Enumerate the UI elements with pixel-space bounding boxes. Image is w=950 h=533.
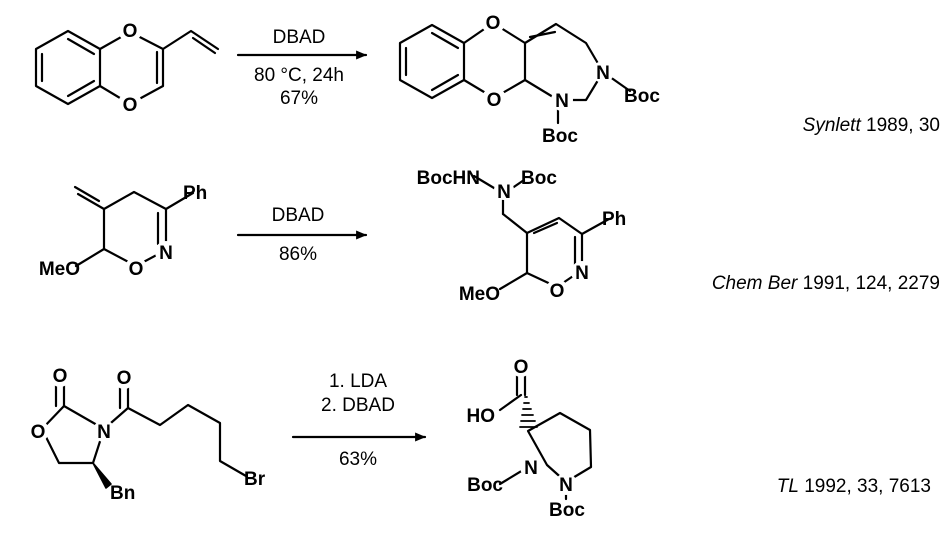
reaction-2-arrow: DBAD 86% bbox=[236, 205, 368, 265]
atom-label: O bbox=[123, 95, 138, 116]
atom-label: Ph bbox=[602, 209, 626, 230]
atom-label: N bbox=[159, 243, 173, 264]
reaction-2-product: BocHN N Boc Ph N O MeO bbox=[417, 168, 627, 305]
atom-label: O bbox=[486, 13, 501, 34]
reaction-1-reactant: O O bbox=[34, 18, 220, 116]
condition-text: 80 °C, 24h bbox=[254, 65, 344, 86]
atom-label: N bbox=[524, 458, 538, 479]
atom-label: O bbox=[31, 422, 46, 443]
atom-label: Boc bbox=[542, 126, 578, 147]
atom-label: O bbox=[514, 357, 529, 378]
atom-label: O bbox=[129, 259, 144, 280]
atom-label: Br bbox=[244, 469, 266, 490]
atom-label: N bbox=[497, 182, 511, 203]
atom-label: O bbox=[117, 368, 132, 389]
atom-label: N bbox=[555, 91, 569, 112]
atom-label: Ph bbox=[183, 183, 207, 204]
atom-label: O bbox=[53, 366, 68, 387]
atom-label: O bbox=[487, 90, 502, 111]
condition-text: 86% bbox=[279, 244, 317, 265]
reaction-3: O O N O Bn Br 1. LDA 2. DBAD 63% bbox=[27, 355, 931, 521]
atom-label: O bbox=[550, 281, 565, 302]
reaction-1-product: O O N N Boc Boc bbox=[398, 10, 660, 147]
atom-label: N bbox=[596, 63, 610, 84]
atom-label: N bbox=[559, 475, 573, 496]
condition-text: DBAD bbox=[273, 27, 326, 48]
reaction-2: Ph N O MeO DBAD 86% BocHN N Boc Ph bbox=[39, 168, 940, 305]
reaction-1-arrow: DBAD 80 °C, 24h 67% bbox=[236, 27, 368, 109]
reaction-3-product: O HO N N Boc Boc bbox=[467, 355, 593, 521]
atom-label: Boc bbox=[521, 168, 557, 189]
atom-label: MeO bbox=[459, 284, 500, 305]
hashed-bond bbox=[519, 396, 538, 428]
condition-text: 63% bbox=[339, 449, 377, 470]
reaction-3-reactant: O O N O Bn Br bbox=[27, 365, 266, 504]
reference-3: TL 1992, 33, 7613 bbox=[777, 476, 931, 497]
condition-text: 2. DBAD bbox=[321, 395, 395, 416]
reference-1: Synlett 1989, 30 bbox=[803, 115, 940, 136]
atom-label: N bbox=[575, 263, 589, 284]
reaction-2-reactant: Ph N O MeO bbox=[39, 183, 207, 280]
atom-label: BocHN bbox=[417, 168, 480, 189]
atom-label: MeO bbox=[39, 259, 80, 280]
reaction-1: O O DBAD 80 °C, 24h 67% O O bbox=[34, 10, 940, 147]
atom-label: Bn bbox=[110, 483, 135, 504]
atom-label: Boc bbox=[467, 475, 503, 496]
atom-label: O bbox=[123, 21, 138, 42]
atom-label: Boc bbox=[624, 86, 660, 107]
atom-label: HO bbox=[467, 406, 496, 427]
condition-text: DBAD bbox=[272, 205, 325, 226]
reference-2: Chem Ber 1991, 124, 2279 bbox=[712, 273, 940, 294]
atom-label: N bbox=[97, 422, 111, 443]
reaction-3-arrow: 1. LDA 2. DBAD 63% bbox=[291, 371, 427, 470]
condition-text: 1. LDA bbox=[329, 371, 387, 392]
atom-label: Boc bbox=[549, 500, 585, 521]
condition-text: 67% bbox=[280, 88, 318, 109]
